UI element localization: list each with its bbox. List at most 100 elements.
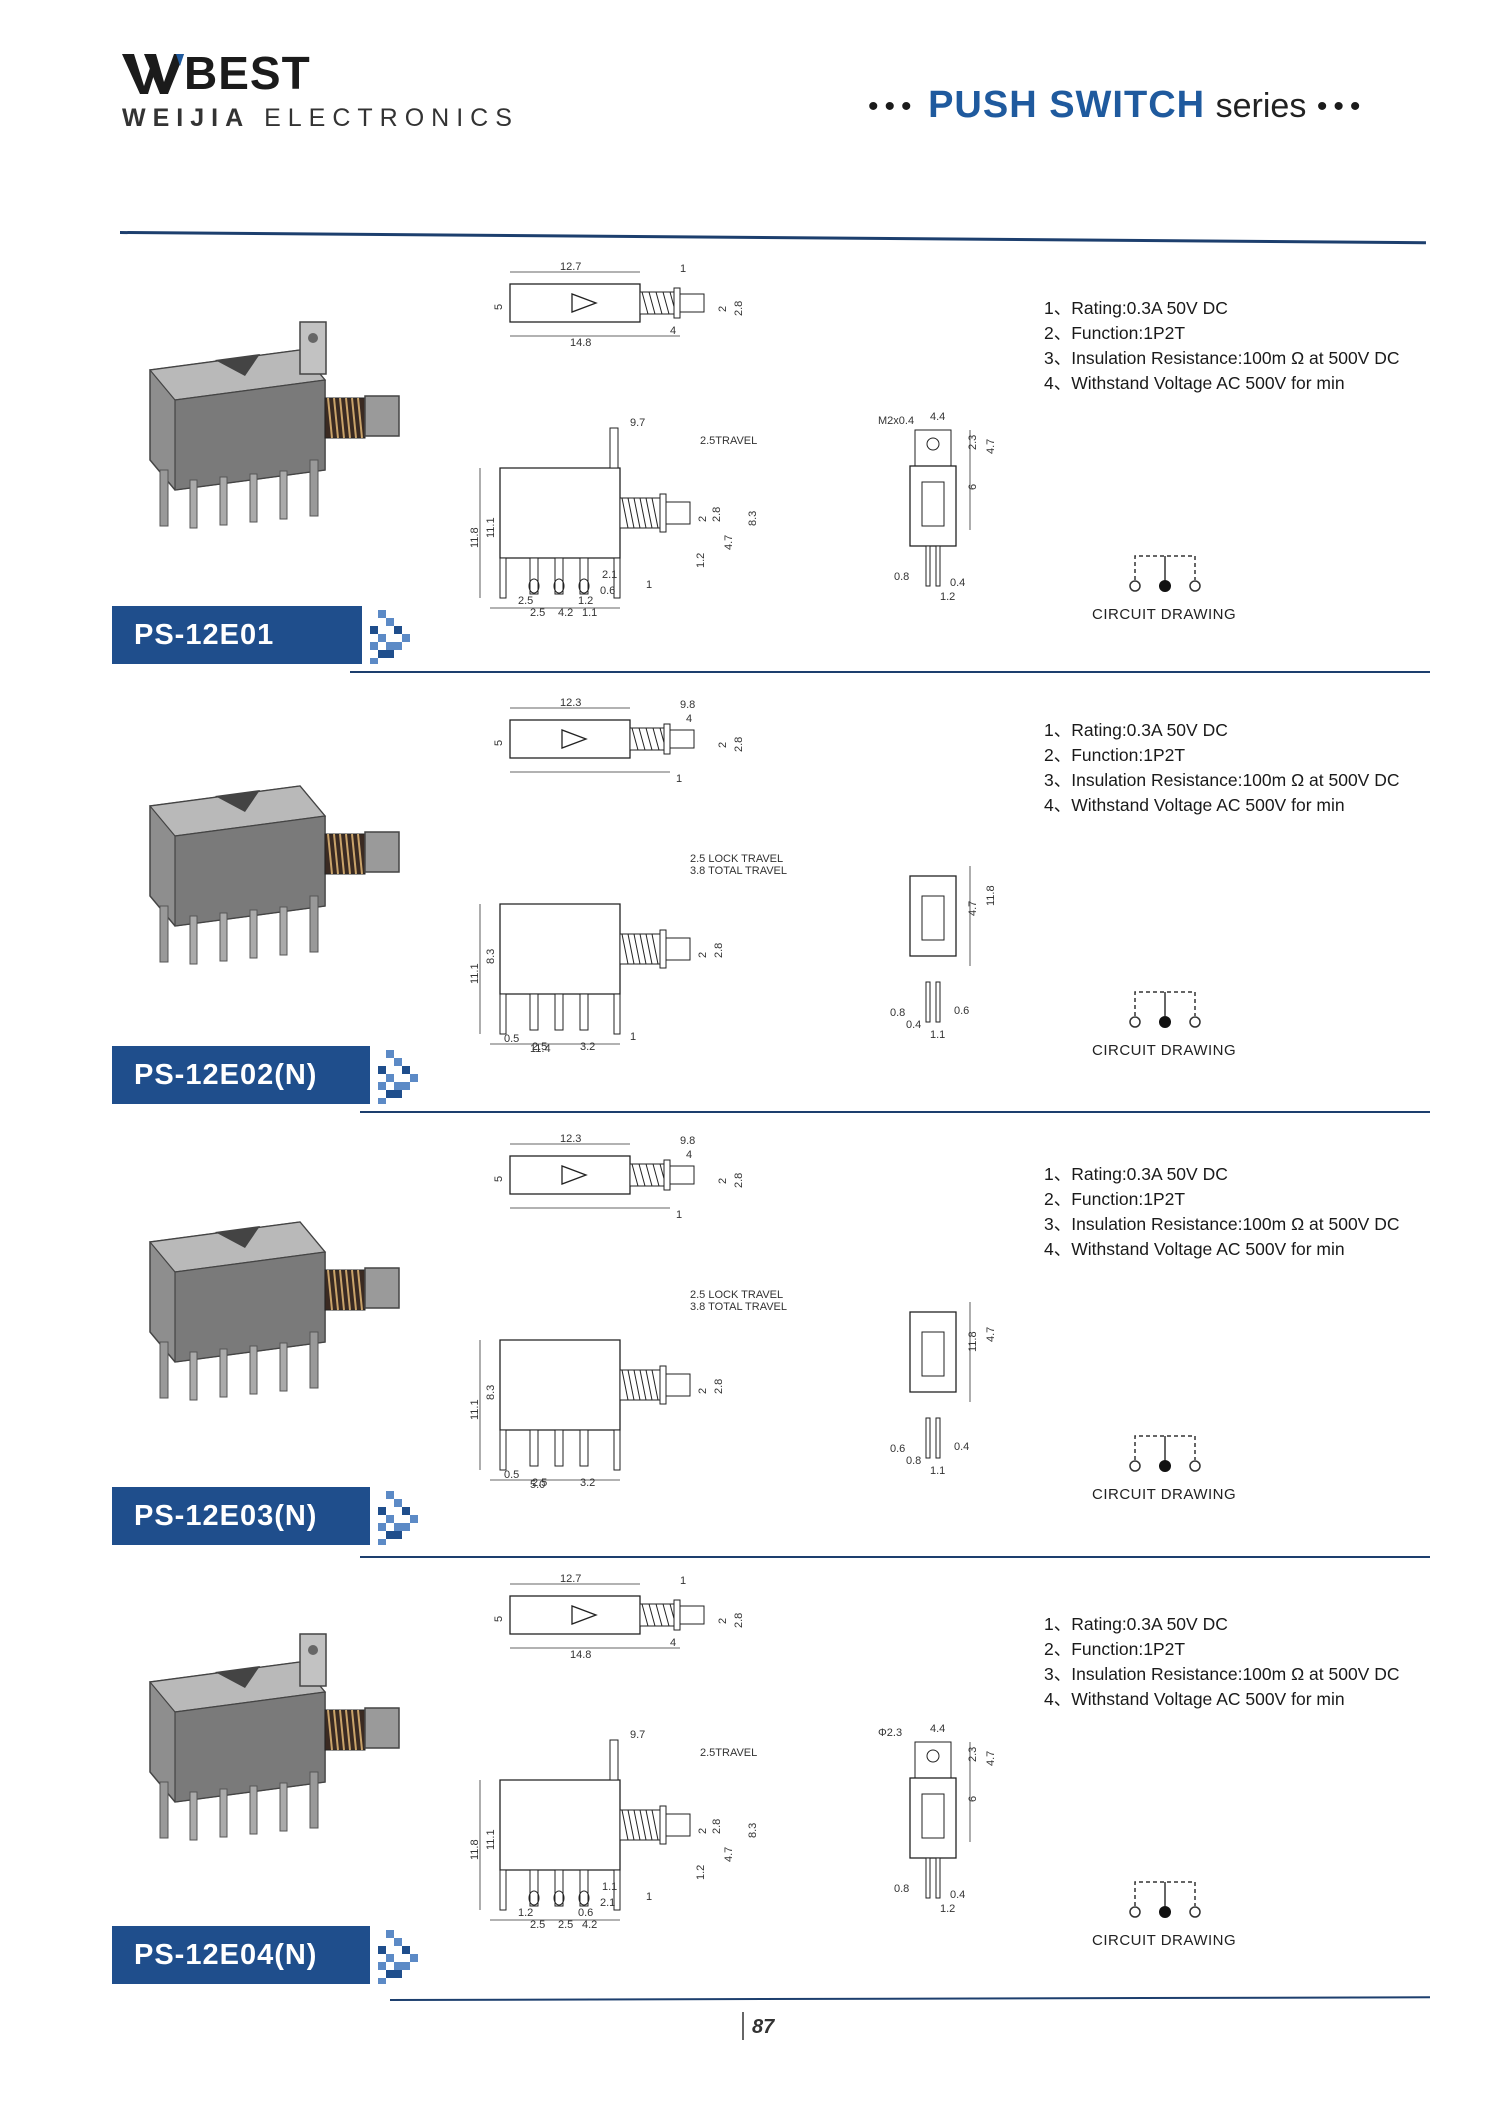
circuit-drawing-icon (1120, 550, 1210, 605)
dimension-label: 2.5TRAVEL (700, 435, 757, 447)
dimension-label: 0.5 (504, 1033, 519, 1045)
product-photo (130, 320, 410, 545)
dimension-label: 11.1 (485, 517, 497, 538)
logo-mark-icon (122, 54, 184, 94)
model-badge: PS-12E04(N) (112, 1926, 370, 1984)
dimension-label: 8.3 (485, 949, 497, 964)
dimension-label: 9.8 (680, 699, 695, 711)
dimension-label: 12.3 (560, 1133, 581, 1145)
dimension-label: 2 (717, 1618, 729, 1624)
spec-item: 2、Function:1P2T (1044, 1189, 1186, 1209)
dimension-label: 9.8 (680, 1135, 695, 1147)
dimension-label: 4.2 (582, 1919, 597, 1930)
dimension-label: 0.8 (906, 1455, 921, 1467)
dimension-label: 2.5 (532, 1477, 547, 1489)
spec-item: 3、Insulation Resistance:100m Ω at 500V D… (1044, 770, 1400, 790)
dimension-label: 1 (676, 773, 682, 785)
dimension-label: M2x0.4 (878, 415, 914, 427)
dimension-label: 14.8 (570, 1649, 591, 1661)
dimension-label: 2.5 (530, 1919, 545, 1930)
spec-item: 4、Withstand Voltage AC 500V for min (1044, 373, 1345, 393)
spec-item: 2、Function:1P2T (1044, 1639, 1186, 1659)
dimension-label: 5.0 (530, 1479, 545, 1490)
dimension-label: 1.1 (930, 1465, 945, 1477)
spec-item: 3、Insulation Resistance:100m Ω at 500V D… (1044, 1664, 1400, 1684)
dimension-label: 9.7 (630, 1730, 645, 1741)
dimension-label: 4.4 (930, 1723, 945, 1735)
spec-item: 3、Insulation Resistance:100m Ω at 500V D… (1044, 1214, 1400, 1234)
dimension-label: 0.8 (894, 571, 909, 583)
dimension-label: 2.5 LOCK TRAVEL (690, 854, 783, 865)
series-product: PUSH SWITCH (928, 84, 1206, 126)
spec-item: 4、Withstand Voltage AC 500V for min (1044, 1239, 1345, 1259)
dimension-label: 4.7 (985, 1751, 997, 1766)
dimension-label: 0.4 (950, 1889, 965, 1901)
dimension-label: 2.5TRAVEL (700, 1747, 757, 1759)
product-photo (130, 1192, 410, 1417)
dimension-label: 0.6 (954, 1005, 969, 1017)
section-divider (360, 1111, 1430, 1113)
dimension-label: 1 (680, 263, 686, 275)
dimension-label: 4 (670, 325, 676, 337)
circuit-drawing-label: CIRCUIT DRAWING (1092, 606, 1237, 623)
dimension-label: 1.1 (582, 607, 597, 618)
circuit-drawing-icon (1120, 1430, 1210, 1485)
dimension-label: 2.8 (711, 1819, 723, 1834)
spec-item: 3、Insulation Resistance:100m Ω at 500V D… (1044, 348, 1400, 368)
product-photo (130, 1632, 410, 1857)
dimension-label: 2 (697, 1828, 709, 1834)
dimension-label: 4.4 (930, 411, 945, 423)
dimension-label: 1.1 (930, 1029, 945, 1041)
spec-item: 1、Rating:0.3A 50V DC (1044, 720, 1228, 740)
circuit-drawing-label: CIRCUIT DRAWING (1092, 1486, 1237, 1503)
dimension-label: 11.8 (967, 1331, 979, 1352)
spec-item: 1、Rating:0.3A 50V DC (1044, 298, 1228, 318)
dimension-label: 4.2 (558, 607, 573, 618)
dimension-label: 5 (493, 1176, 505, 1182)
dimension-label: 2.3 (967, 1747, 979, 1762)
dimension-label: 3.8 TOTAL TRAVEL (690, 1301, 787, 1313)
spec-item: 4、Withstand Voltage AC 500V for min (1044, 795, 1345, 815)
dimension-label: 2.5 (518, 595, 533, 607)
dimension-label: 11.4 (530, 1043, 551, 1054)
dimension-label: 1 (646, 579, 652, 591)
dimension-label: 9.7 (630, 418, 645, 429)
dimension-label: 11.1 (470, 963, 481, 984)
dimension-label: 11.1 (485, 1829, 497, 1850)
dimension-label: 0.4 (906, 1019, 921, 1031)
badge-chevron-icon (370, 1487, 430, 1550)
top-rule (119, 231, 1426, 245)
dimension-label: 2.5 (558, 1919, 573, 1930)
dimension-label: 11.1 (470, 1399, 481, 1420)
dimension-label: 2 (717, 742, 729, 748)
dimension-label: 12.7 (560, 1573, 581, 1585)
dimension-label: 8.3 (747, 1823, 759, 1838)
dots-right: ••• (1316, 89, 1367, 123)
company-name: WEIJIA ELECTRONICS (122, 104, 519, 132)
dimension-label: 2.5 LOCK TRAVEL (690, 1290, 783, 1301)
dimension-label: 2.8 (711, 507, 723, 522)
dimension-label: 1 (646, 1891, 652, 1903)
series-title: ••• PUSH SWITCH series ••• (868, 84, 1366, 127)
bottom-rule (389, 1996, 1430, 2001)
dimension-label: 4 (686, 713, 692, 725)
dimension-label: 6 (967, 1796, 979, 1802)
dimension-label: Φ2.3 (878, 1727, 902, 1739)
dimension-label: 2.8 (733, 1173, 745, 1188)
dimension-label: 2 (697, 1388, 709, 1394)
dimension-label: 2.1 (600, 1897, 615, 1909)
dimension-label: 2.5 (530, 607, 545, 618)
dimension-label: 0.4 (954, 1441, 969, 1453)
dots-left: ••• (868, 89, 918, 123)
dimension-label: 1.2 (695, 1865, 707, 1880)
dimension-label: 4 (686, 1149, 692, 1161)
dimension-label: 0.6 (600, 585, 615, 597)
